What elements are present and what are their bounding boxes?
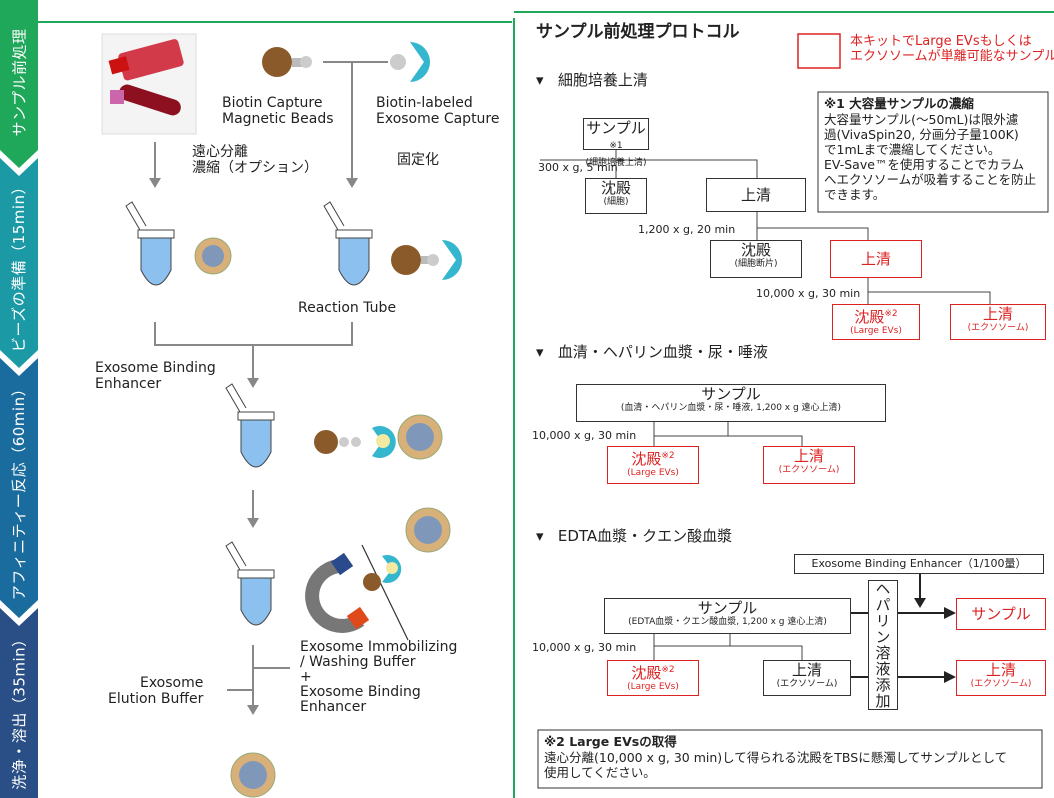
tube-2	[323, 201, 373, 286]
section-1-heading: ▾ 細胞培養上清	[536, 71, 648, 89]
wash-buffer-label: Exosome Immobilizing / Washing Buffer + …	[300, 639, 458, 715]
s3-pellet: 沈殿※2(Large EVs)	[607, 660, 699, 696]
s1-pellet-2: 沈殿(細胞断片)	[710, 240, 802, 278]
step-sidebar: サンプル前処理 ビーズの準備（15min） アフィニティー反応（60min） 洗…	[0, 0, 50, 798]
note-2-title: ※2 Large EVsの取得	[544, 734, 677, 749]
s3-enhancer-box: Exosome Binding Enhancer（1/100量）	[794, 554, 1044, 574]
tube-1	[125, 201, 175, 286]
s1-condition-3: 10,000 x g, 30 min	[756, 287, 861, 300]
s1-pellet-1: 沈殿(細胞)	[585, 178, 647, 214]
s1-supernatant-2: 上清	[830, 240, 922, 278]
s2-supernatant: 上清(エクソソーム)	[763, 446, 855, 484]
capture-label: Biotin-labeled Exosome Capture	[376, 95, 500, 127]
immobilize-label: 固定化	[397, 152, 439, 168]
s1-supernatant-1: 上清	[706, 178, 806, 212]
s1-supernatant-3: 上清(エクソソーム)	[950, 304, 1046, 340]
s2-condition: 10,000 x g, 30 min	[532, 429, 637, 442]
note-1-title: ※1 大容量サンプルの濃縮	[824, 96, 974, 111]
s3-output-supernatant: 上清(エクソソーム)	[956, 660, 1046, 696]
magnet-icon	[305, 552, 370, 633]
flask-photo	[101, 33, 197, 135]
enhancer-label: Exosome Binding Enhancer	[95, 360, 216, 392]
legend-text: 本キットでLarge EVsもしくは エクソソームが単離可能なサンプル	[850, 34, 1054, 64]
s2-pellet: 沈殿※2(Large EVs)	[607, 446, 699, 484]
s3-condition: 10,000 x g, 30 min	[532, 641, 637, 654]
section-3-heading: ▾ EDTA血漿・クエン酸血漿	[536, 527, 733, 545]
sidebar-chevrons	[0, 0, 38, 798]
tube-4	[225, 541, 275, 626]
bead-icon	[262, 47, 292, 77]
s1-condition-1: 300 x g, 5 min	[538, 161, 618, 174]
s1-sample-box: サンプル※1(細胞培養上清)	[583, 118, 649, 168]
s1-pellet-3: 沈殿※2(Large EVs)	[832, 304, 920, 340]
s1-condition-2: 1,200 x g, 20 min	[638, 223, 736, 236]
beads-label: Biotin Capture Magnetic Beads	[222, 95, 334, 127]
protocol-title: サンプル前処理プロトコル	[536, 22, 740, 42]
capture-icon	[390, 54, 406, 70]
tube-3	[225, 383, 275, 468]
note-1-body: 大容量サンプル(～50mL)は限外濾 過(VivaSpin20, 分画分子量10…	[824, 112, 1037, 202]
s2-sample-box: サンプル(血清・ヘパリン血漿・尿・唾液, 1,200 x g 遠心上清)	[576, 384, 886, 422]
reaction-tube-label: Reaction Tube	[298, 300, 397, 316]
elution-label: Exosome Elution Buffer	[108, 675, 204, 707]
s3-supernatant: 上清(エクソソーム)	[763, 660, 851, 696]
note-2-body: 遠心分離(10,000 x g, 30 min)して得られる沈殿をTBSに懸濁し…	[544, 750, 1008, 780]
s3-sample-box: サンプル(EDTA血漿・クエン酸血漿, 1,200 x g 遠心上清)	[604, 598, 851, 634]
section-2-heading: ▾ 血清・ヘパリン血漿・尿・唾液	[536, 343, 768, 361]
s3-output-sample: サンプル	[956, 598, 1046, 630]
centrifuge-label: 遠心分離 濃縮（オプション）	[192, 144, 318, 176]
s3-heparin-box: ヘパリン溶液添加	[868, 580, 898, 710]
